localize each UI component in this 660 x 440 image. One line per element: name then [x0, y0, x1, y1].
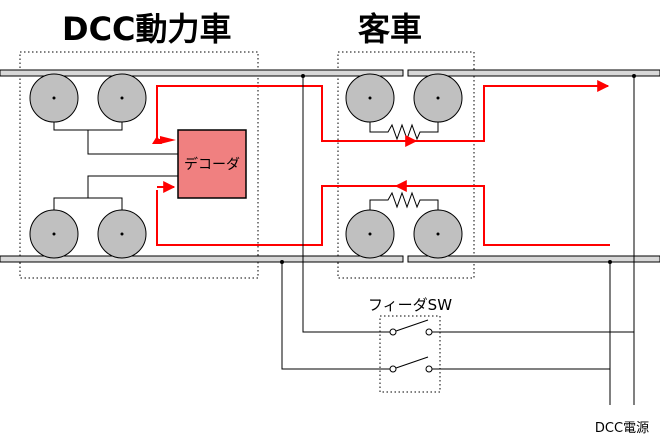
wheel-icon — [97, 73, 147, 123]
junction-dot — [608, 260, 612, 264]
arrow-icon — [152, 136, 162, 144]
decoder-label: デコーダ — [184, 156, 240, 173]
switch-icon — [389, 319, 433, 336]
feeder-switch-label: フィーダSW — [368, 296, 452, 314]
decoder-box — [177, 129, 247, 199]
coach-title: 客車 — [358, 10, 422, 48]
current-path-lower — [156, 180, 610, 246]
feeder-wiring — [281, 76, 635, 405]
wheel-icon — [413, 209, 463, 259]
bottom-rail — [0, 255, 660, 263]
wheel-icon — [29, 209, 79, 259]
wheel-icon — [413, 73, 463, 123]
junction-dot — [632, 74, 636, 78]
loco-wiring — [53, 122, 178, 210]
resistor-icon — [369, 122, 439, 141]
dcc-power-label: DCC電源 — [595, 421, 649, 436]
wheel-icon — [29, 73, 79, 123]
feeder-switch-outline — [379, 315, 441, 393]
junction-dot — [301, 74, 305, 78]
resistor-icon — [369, 191, 439, 210]
coach-outline — [337, 51, 475, 279]
arrow-icon — [160, 136, 176, 144]
dcc-loco-title: DCC動力車 — [62, 10, 232, 48]
top-rail — [0, 69, 660, 77]
wheel-icon — [345, 209, 395, 259]
wheel-icon — [345, 73, 395, 123]
switch-icon — [389, 356, 433, 373]
wheel-icon — [97, 209, 147, 259]
junction-dot — [280, 260, 284, 264]
